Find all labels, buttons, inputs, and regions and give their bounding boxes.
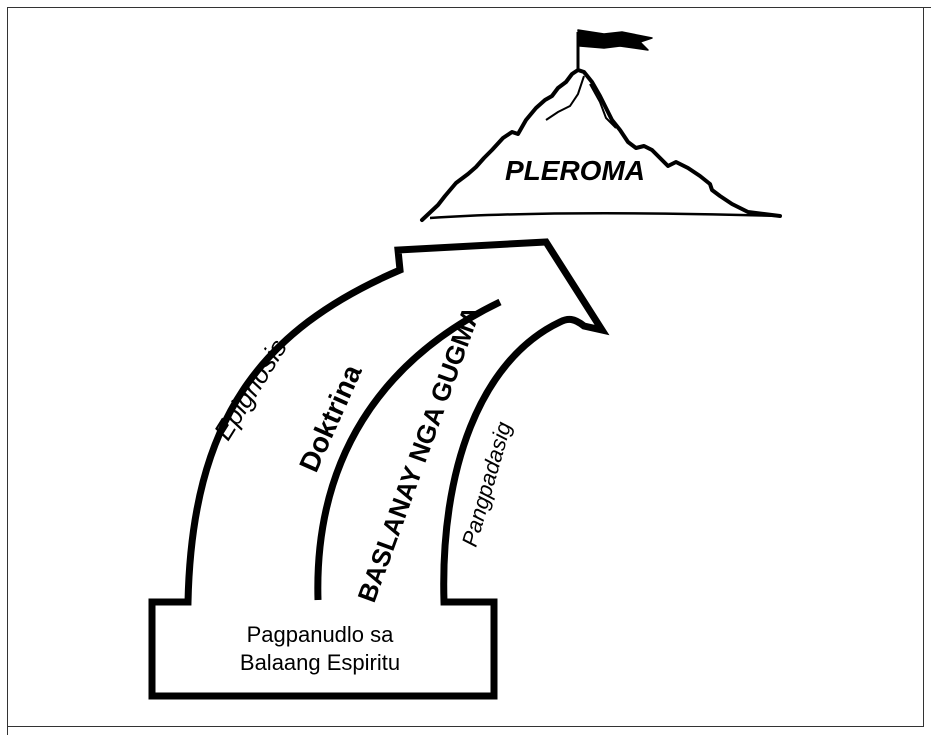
flag-icon [577,29,653,51]
mountain-ridge-right [589,83,617,129]
mountain-base [429,211,781,220]
mountain-ridge-left [545,75,585,121]
mountain-outline [420,68,782,222]
arrow-inner-divider [314,298,502,601]
base-label-line1: Pagpanudlo sa [247,622,395,647]
arrow [148,238,610,700]
frame-tick-bottom-left [7,727,8,735]
frame-tick-top-right [924,7,931,8]
mountain-label: PLEROMA [505,155,645,186]
base-label-line2: Balaang Espiritu [240,650,400,675]
mountain: PLEROMA [420,29,782,222]
diagram-frame [7,7,924,727]
arrow-outline [148,238,610,700]
